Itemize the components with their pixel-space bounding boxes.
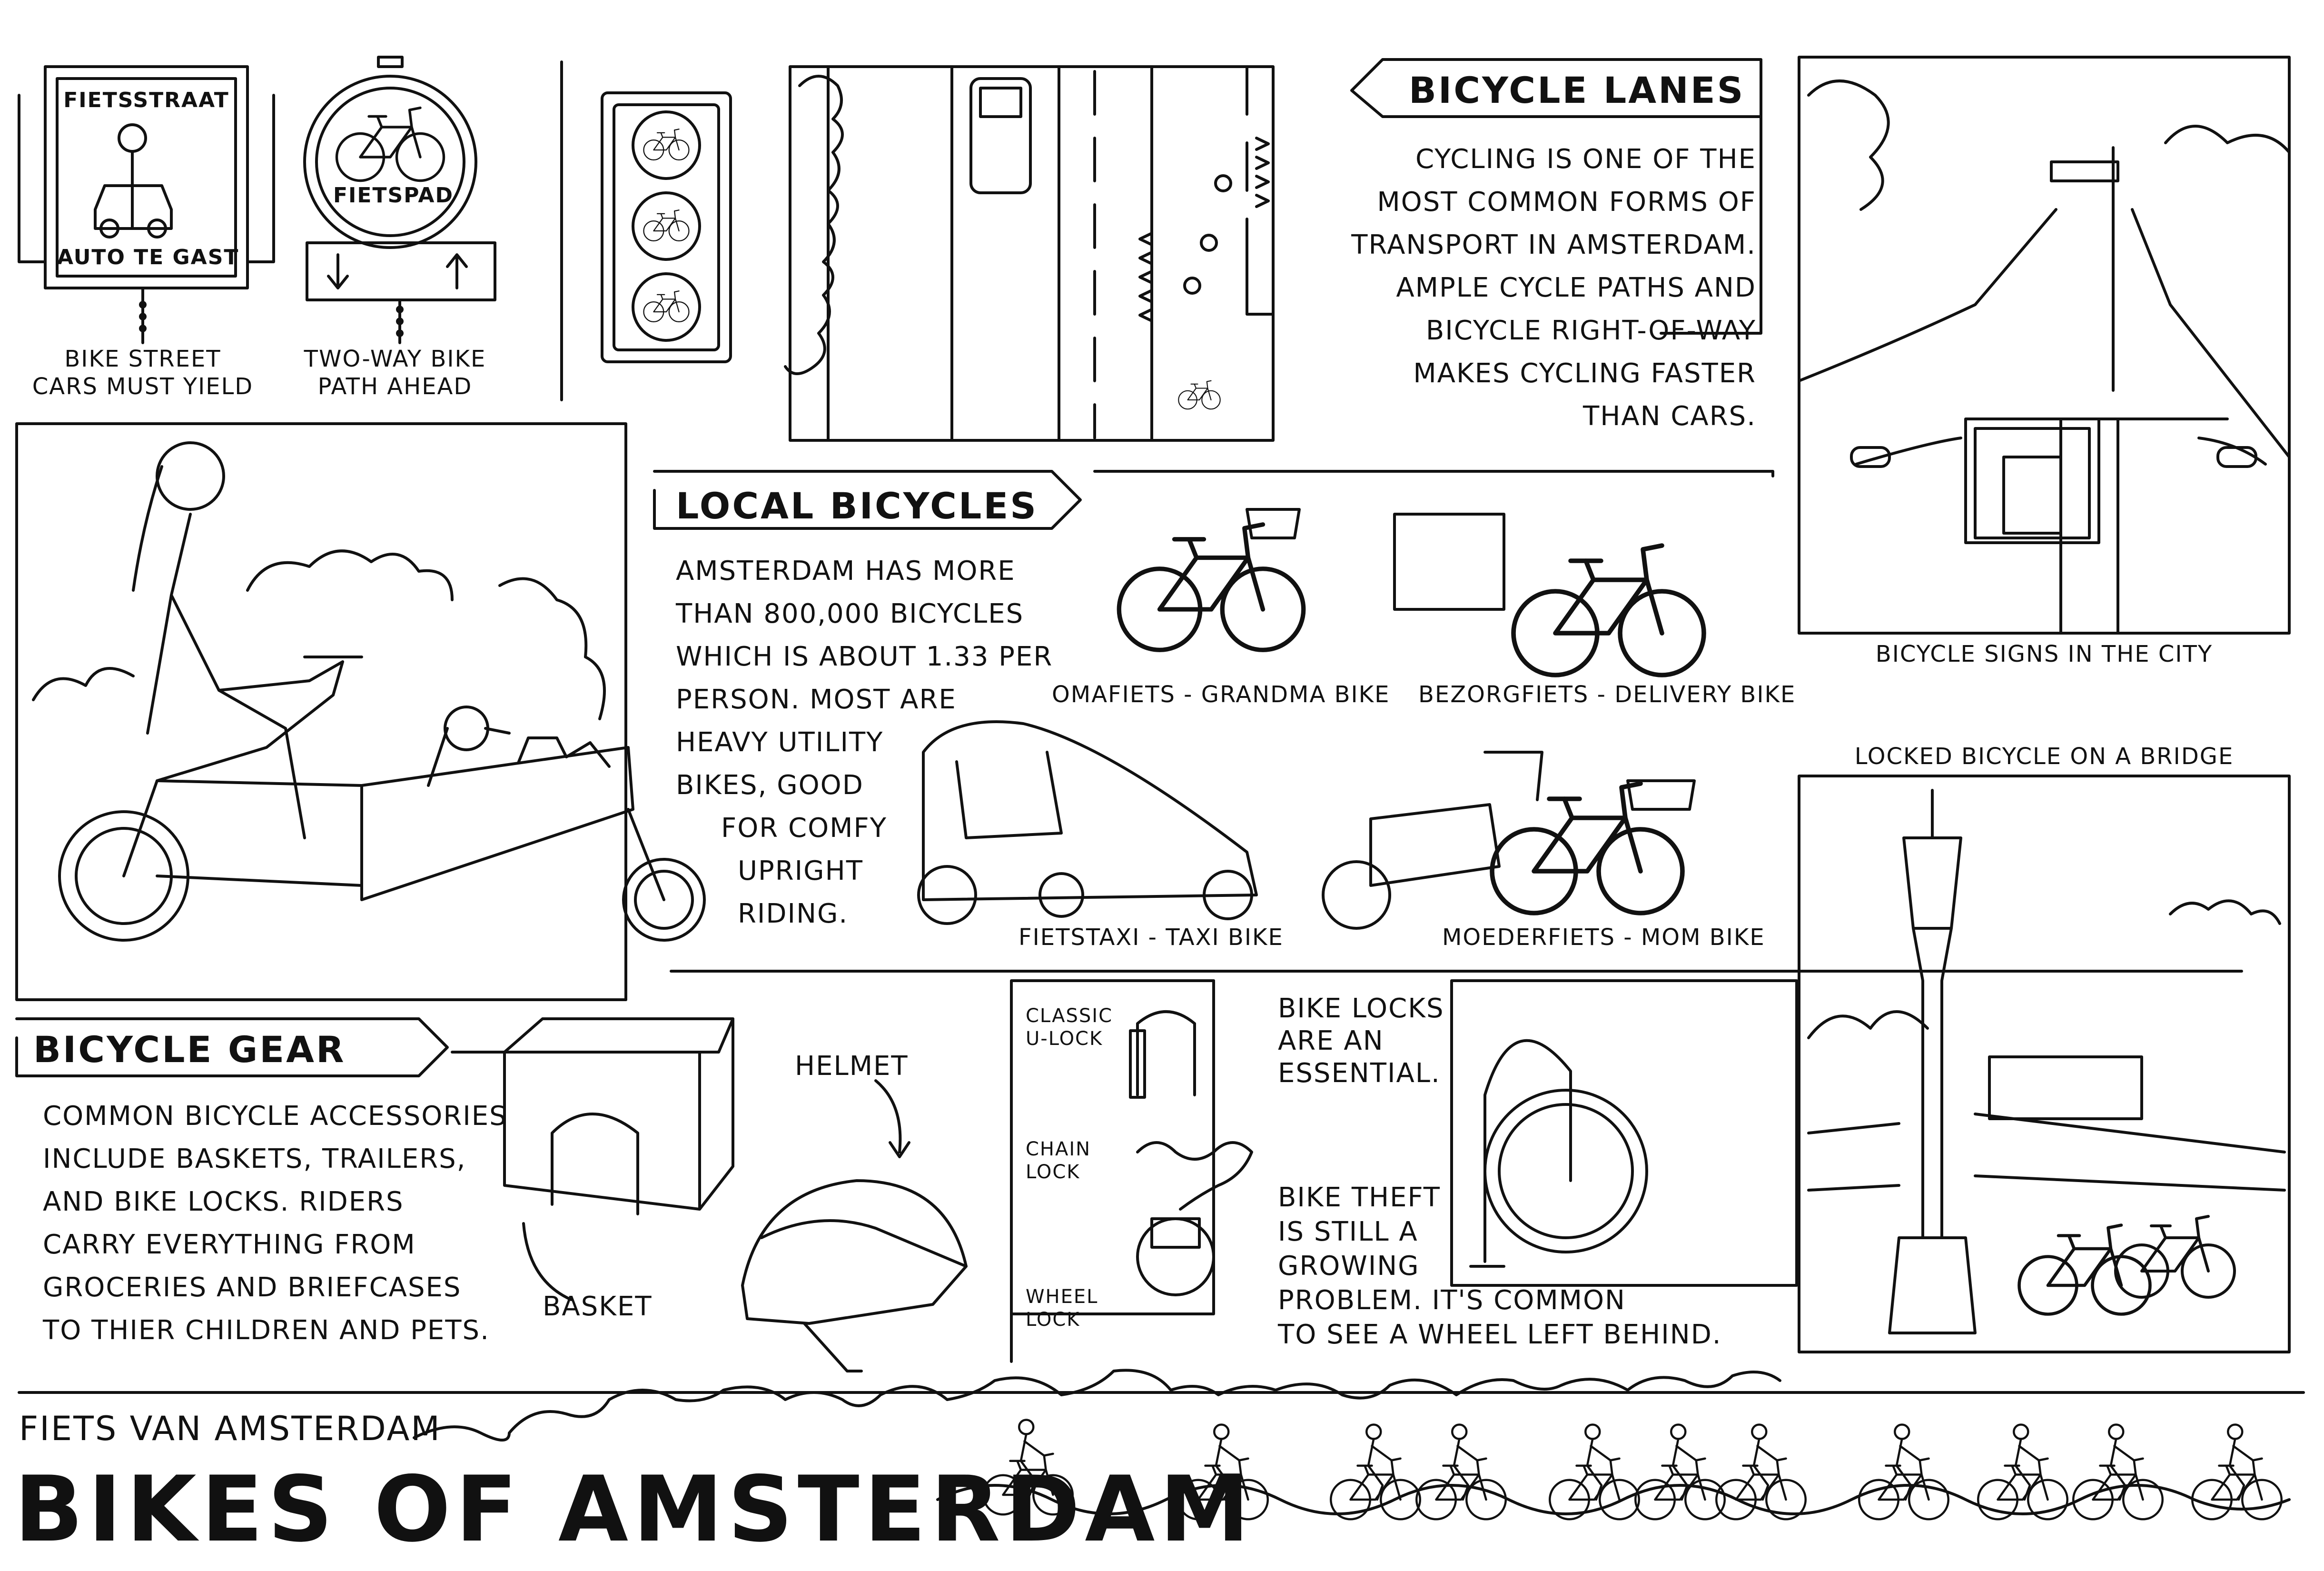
- local-bicycles-title: LOCAL BICYCLES: [676, 485, 1038, 527]
- cargo-bike-illustration: [15, 422, 706, 1001]
- bezorgfiets-label: BEZORGFIETS - DELIVERY BIKE: [1418, 681, 1796, 708]
- basket-drawing: [503, 1017, 734, 1301]
- bike-traffic-light: [560, 60, 732, 401]
- helmet-drawing: [741, 1079, 968, 1372]
- moederfiets-label: MOEDERFIETS - MOM BIKE: [1442, 924, 1765, 951]
- moederfiets-drawing: [1322, 751, 1696, 930]
- two-way-caption: TWO-WAY BIKE PATH AHEAD: [304, 346, 486, 400]
- fietspad-sign: [303, 56, 496, 344]
- fietspad-label: FIETSPAD: [333, 183, 454, 208]
- footer-subtitle: FIETS VAN AMSTERDAM: [19, 1409, 441, 1448]
- locked-bicycle-caption: LOCKED BICYCLE ON A BRIDGE: [1854, 743, 2234, 770]
- fietsstraat-label: FIETSSTRAAT: [63, 88, 229, 112]
- local-bicycles-text: AMSTERDAM HAS MORE THAN 800,000 BICYCLES…: [676, 556, 1053, 929]
- locks-panel: [1010, 979, 1253, 1363]
- bicycle-lanes-map: [784, 65, 1275, 442]
- fietstaxi-drawing: [917, 720, 1258, 925]
- bicycle-signs-caption: BICYCLE SIGNS IN THE CITY: [1875, 641, 2213, 667]
- bike-rack-drawing: [1450, 979, 1798, 1287]
- bicycle-gear-banner: [15, 970, 2243, 1077]
- bike-theft-text: BIKE THEFT IS STILL A GROWING PROBLEM. I…: [1278, 1182, 1722, 1350]
- bicycle-lanes-text: CYCLING IS ONE OF THE MOST COMMON FORMS …: [1351, 144, 1756, 432]
- omafiets-drawing: [1119, 508, 1304, 650]
- omafiets-label: OMAFIETS - GRANDMA BIKE: [1052, 681, 1390, 708]
- footer-divider: [18, 1369, 2305, 1515]
- classic-u-lock-label: CLASSIC U-LOCK: [1026, 1005, 1113, 1050]
- bike-locks-essential-text: BIKE LOCKS ARE AN ESSENTIAL.: [1278, 993, 1444, 1089]
- bezorgfiets-drawing: [1393, 513, 1704, 675]
- city-signs-scene: [1798, 56, 2291, 635]
- fietstaxi-label: FIETSTAXI - TAXI BIKE: [1019, 924, 1284, 951]
- footer-title: BIKES OF AMSTERDAM: [14, 1457, 1255, 1562]
- bicycle-lanes-title: BICYCLE LANES: [1409, 69, 1745, 111]
- locked-bicycle-bridge-scene: [1798, 775, 2291, 1353]
- basket-label: BASKET: [543, 1291, 653, 1322]
- chain-lock-label: CHAIN LOCK: [1026, 1138, 1091, 1183]
- bicycle-lanes-banner: [1350, 58, 1762, 335]
- wheel-lock-label: WHEEL LOCK: [1026, 1286, 1098, 1331]
- auto-te-gast-label: AUTO TE GAST: [57, 245, 239, 269]
- bicycle-gear-text: COMMON BICYCLE ACCESSORIES INCLUDE BASKE…: [43, 1101, 507, 1346]
- local-bicycles-banner: [653, 470, 1774, 530]
- bike-street-caption: BIKE STREET CARS MUST YIELD: [32, 346, 254, 400]
- fietsstraat-sign: [18, 65, 275, 344]
- bicycle-gear-title: BICYCLE GEAR: [33, 1028, 346, 1071]
- helmet-label: HELMET: [795, 1051, 909, 1082]
